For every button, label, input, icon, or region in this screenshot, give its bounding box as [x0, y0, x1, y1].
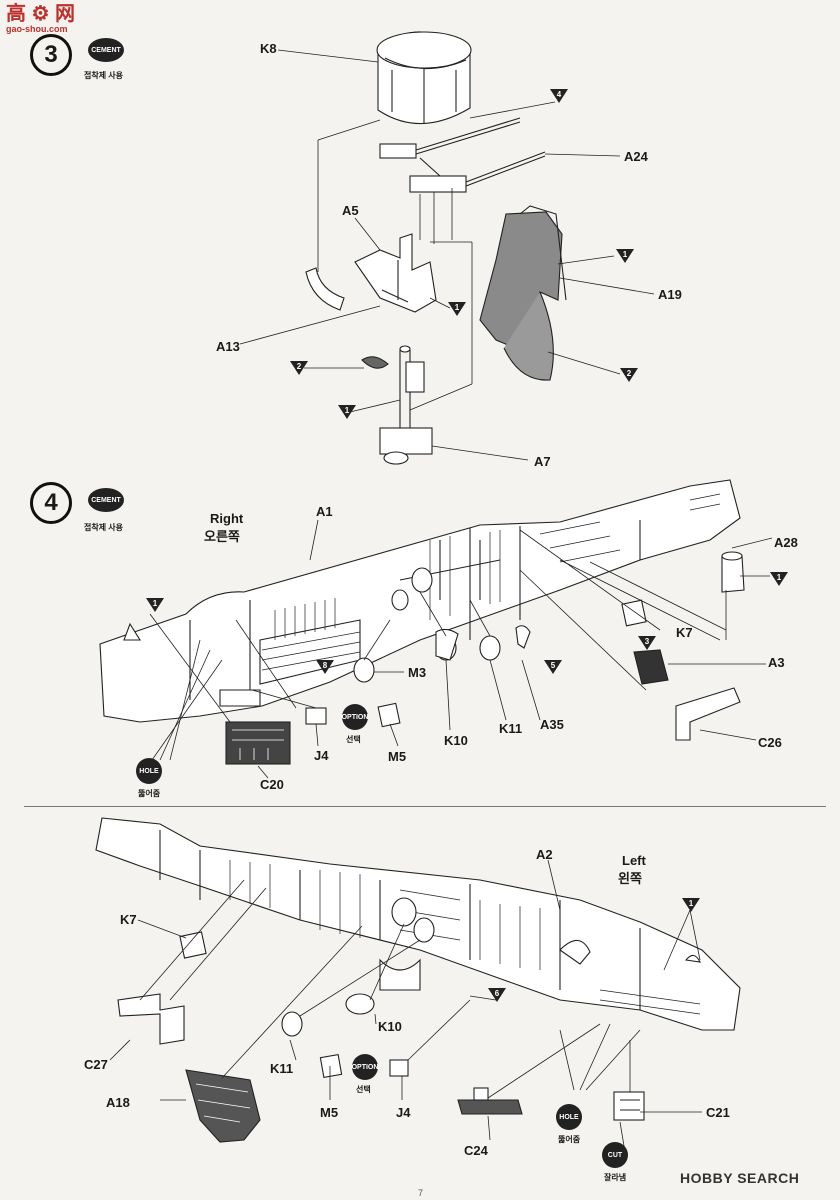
callout-triangle-icon: 6: [488, 988, 506, 1002]
a5-mount-drawing: [354, 233, 437, 313]
hole-icon: HOLE: [136, 758, 162, 784]
callout-triangle-icon: 1: [338, 405, 356, 419]
page-number: 7: [418, 1188, 424, 1198]
callout-number: 5: [550, 661, 556, 670]
part-label-c24: C24: [464, 1143, 488, 1158]
callout-number: 1: [776, 573, 782, 582]
part-label-k10: K10: [378, 1019, 402, 1034]
cut-caption: 잘라냄: [604, 1173, 627, 1182]
step-3-number: 3: [30, 34, 72, 76]
part-label-a2: A2: [536, 847, 553, 862]
cement-icon: CEMENT: [88, 38, 124, 62]
callout-triangle-icon: 1: [616, 249, 634, 263]
hole-caption: 뚫어줌: [138, 789, 161, 798]
callout-number: 8: [322, 661, 328, 670]
a13-part-drawing: [305, 267, 345, 311]
part-label-k7: K7: [676, 625, 693, 640]
part-label-a35: A35: [540, 717, 564, 732]
part-label-a7: A7: [534, 454, 551, 469]
section-divider: [24, 806, 826, 807]
right-title-kr: 오른쪽: [204, 529, 240, 544]
step-4-number: 4: [30, 482, 72, 524]
part-label-a1: A1: [316, 504, 333, 519]
part-label-a3: A3: [768, 655, 785, 670]
callout-triangle-icon: 2: [290, 361, 308, 375]
right-small-parts-drawing: [225, 551, 745, 765]
part-label-a28: A28: [774, 535, 798, 550]
callout-number: 3: [644, 637, 650, 646]
left-title-en: Left: [622, 853, 646, 868]
a2-left-fuselage-drawing: [95, 817, 741, 1031]
option-icon: OPTION: [352, 1054, 378, 1080]
watermark-logo: 高 ⚙ 网 gao-shou.com: [6, 4, 75, 34]
callout-number: 6: [494, 989, 500, 998]
callout-triangle-icon: 1: [146, 598, 164, 612]
part-label-j4: J4: [396, 1105, 411, 1120]
hobby-search-text: HOBBY SEARCH: [680, 1170, 800, 1186]
callout-triangle-icon: 1: [682, 898, 700, 912]
hole-icon: HOLE: [556, 1104, 582, 1130]
option-icon: OPTION: [342, 704, 368, 730]
part-label-c26: C26: [758, 735, 782, 750]
callout-number: 1: [152, 599, 158, 608]
watermark-title: 高 ⚙ 网: [6, 3, 76, 25]
part-label-m5: M5: [320, 1105, 339, 1120]
callout-triangle-icon: 1: [448, 302, 466, 316]
callout-number: 2: [626, 369, 632, 378]
part-label-a18: A18: [106, 1095, 130, 1110]
cement-caption: 접착제 사용: [84, 71, 124, 80]
callout-triangle-icon: 3: [638, 636, 656, 650]
callout-triangle-icon: 2: [620, 368, 638, 382]
callout-triangle-icon: 4: [550, 89, 568, 103]
callout-number: 1: [344, 406, 350, 415]
part-label-m5: M5: [388, 749, 407, 764]
watermark-url: gao-shou.com: [6, 24, 68, 34]
part-label-m3: M3: [408, 665, 427, 680]
a24-guns-drawing: [379, 117, 546, 193]
callout-triangle-icon: 5: [544, 660, 562, 674]
a7-post-drawing: [361, 345, 433, 465]
part-label-c21: C21: [706, 1105, 730, 1120]
a1-right-fuselage-drawing: [99, 479, 741, 723]
hole-caption: 뚫어줌: [558, 1135, 581, 1144]
part-label-a24: A24: [624, 149, 648, 164]
part-label-k10: K10: [444, 733, 468, 748]
right-title-en: Right: [210, 511, 244, 526]
hobby-search-logo: HOBBY SEARCH: [680, 1170, 799, 1186]
left-title-kr: 왼쪽: [618, 871, 642, 886]
callout-triangle-icon: 8: [316, 660, 334, 674]
a19-ammo-drawing: [479, 205, 567, 381]
part-label-j4: J4: [314, 748, 329, 763]
k8-canopy-drawing: [376, 31, 472, 125]
callout-number: 1: [622, 250, 628, 259]
cut-icon: CUT: [602, 1142, 628, 1168]
part-label-a19: A19: [658, 287, 682, 302]
callout-number: 1: [688, 899, 694, 908]
part-label-c20: C20: [260, 777, 284, 792]
part-label-a5: A5: [342, 203, 359, 218]
part-label-k11: K11: [499, 721, 523, 736]
callout-number: 4: [556, 90, 562, 99]
part-label-a13: A13: [216, 339, 240, 354]
part-label-c27: C27: [84, 1057, 108, 1072]
part-label-k8: K8: [260, 41, 277, 56]
callout-triangle-icon: 1: [770, 572, 788, 586]
left-small-parts-drawing: [117, 931, 645, 1143]
part-label-k7: K7: [120, 912, 137, 927]
part-label-k11: K11: [270, 1061, 294, 1076]
cement-caption: 접착제 사용: [84, 523, 124, 532]
callout-number: 2: [296, 362, 302, 371]
option-caption: 선택: [346, 735, 361, 744]
callout-number: 1: [454, 303, 460, 312]
option-caption: 선택: [356, 1085, 371, 1094]
cement-icon: CEMENT: [88, 488, 124, 512]
